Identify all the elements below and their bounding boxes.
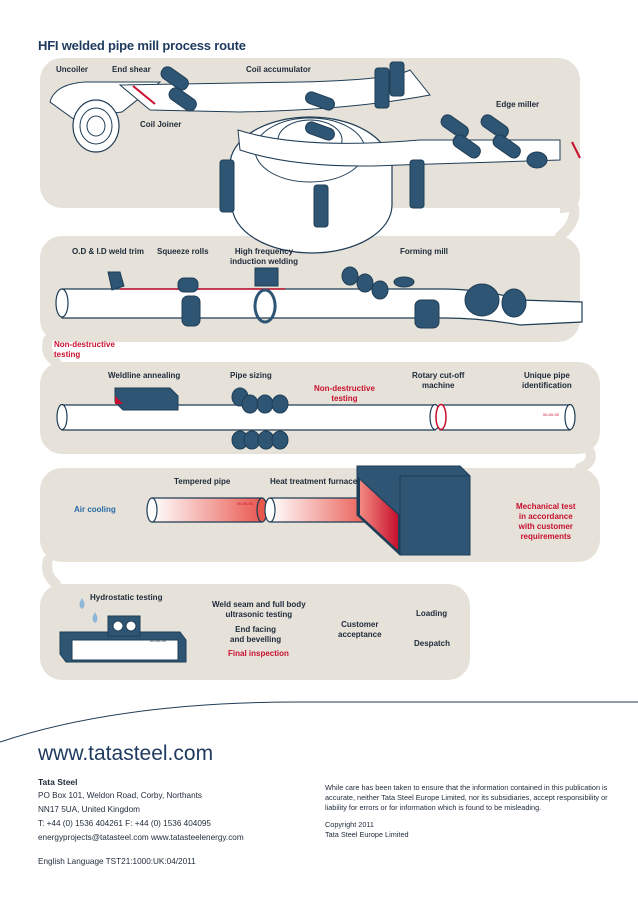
label-heat-treatment: Heat treatment furnace xyxy=(270,477,358,486)
pipe-forming-end xyxy=(55,288,69,318)
label-squeeze-rolls: Squeeze rolls xyxy=(157,247,209,256)
label-mechanical-test: Mechanical test in accordance with custo… xyxy=(516,502,576,542)
label-customer-line2: acceptance xyxy=(338,630,382,639)
label-end-facing-line1: End facing xyxy=(235,625,276,634)
label-hf-welding-line1: High frequency xyxy=(234,247,294,256)
label-air-cooling: Air cooling xyxy=(74,505,116,514)
footer-language: English Language TST21:1000:UK:04/2011 xyxy=(38,857,196,866)
edge-miller-rolls xyxy=(440,114,548,169)
shear-cut-line xyxy=(132,85,156,105)
label-ndt-2: Non-destructive testing xyxy=(314,384,375,404)
label-mech-line4: requirements xyxy=(520,532,572,541)
label-end-facing-line2: and bevelling xyxy=(230,635,282,644)
label-weld-seam: Weld seam and full body ultrasonic testi… xyxy=(212,600,306,620)
label-coil-joiner: Coil Joiner xyxy=(140,120,182,129)
pipe-stamp-3: 00-00-00 xyxy=(150,638,167,643)
label-unique-id-line1: Unique pipe xyxy=(524,371,570,380)
label-uncoiler: Uncoiler xyxy=(56,65,89,74)
label-unique-id-line2: identification xyxy=(522,381,572,390)
label-weldline-annealing: Weldline annealing xyxy=(108,371,181,380)
footer-company: Tata Steel xyxy=(38,777,78,787)
label-mech-line3: with customer xyxy=(518,522,573,531)
hydro-unit xyxy=(59,615,187,663)
label-rotary-cutoff-line2: machine xyxy=(421,381,455,390)
heat-treatment-furnace xyxy=(356,465,471,556)
accumulator-rolls xyxy=(219,61,425,228)
footer-email[interactable]: energyprojects@tatasteel.com www.tataste… xyxy=(38,833,244,842)
footer-phone: T: +44 (0) 1536 404261 F: +44 (0) 1536 4… xyxy=(38,819,211,828)
label-unique-id: Unique pipe identification xyxy=(522,371,572,391)
label-pipe-sizing: Pipe sizing xyxy=(230,371,272,380)
connector-1-2 xyxy=(555,195,580,241)
label-mech-line2: in accordance xyxy=(518,512,573,521)
label-customer-line1: Customer xyxy=(341,620,379,629)
label-weld-seam-line1: Weld seam and full body xyxy=(212,600,306,609)
label-forming-mill: Forming mill xyxy=(400,247,448,256)
label-final-inspection: Final inspection xyxy=(228,649,289,658)
label-rotary-cutoff: Rotary cut-off machine xyxy=(412,371,464,391)
label-loading: Loading xyxy=(416,609,448,618)
label-despatch: Despatch xyxy=(414,639,451,648)
annealing-unit xyxy=(114,387,179,411)
footer-address-2: NN17 5UA, United Kingdom xyxy=(38,805,140,814)
sizing-rolls xyxy=(231,387,289,450)
label-end-facing: End facing and bevelling xyxy=(230,625,281,645)
footer-disclaimer: While care has been taken to ensure that… xyxy=(325,783,608,812)
edge-miller-cut xyxy=(571,141,581,159)
label-ndt-2-line1: Non-destructive xyxy=(314,384,375,393)
band-connectors xyxy=(42,195,596,589)
footer-url[interactable]: www.tatasteel.com xyxy=(38,742,214,765)
connector-4-5 xyxy=(42,555,61,589)
footer-divider xyxy=(0,701,638,743)
pipe-stamp-1: 00-00-00 xyxy=(543,412,560,417)
pipe-stamp-2: 00-00-00 xyxy=(237,501,254,506)
footer-copyright-1: Copyright 2011 xyxy=(325,820,374,829)
strip-to-accumulator xyxy=(118,69,431,113)
connector-3-4 xyxy=(575,447,596,473)
label-edge-miller: Edge miller xyxy=(496,100,540,109)
label-weld-trim: O.D & I.D weld trim xyxy=(72,247,145,256)
coil-accumulator xyxy=(229,116,561,254)
furnace-pipe xyxy=(269,497,371,523)
label-rotary-cutoff-line1: Rotary cut-off xyxy=(412,371,465,380)
label-end-shear: End shear xyxy=(112,65,151,74)
forming-rolls xyxy=(107,266,527,329)
footer-copyright-2: Tata Steel Europe Limited xyxy=(325,830,409,839)
label-ndt-1-line1: Non-destructive xyxy=(54,340,115,349)
hydro-drops xyxy=(79,598,98,623)
end-shear-rolls xyxy=(160,66,197,112)
label-weld-seam-line2: ultrasonic testing xyxy=(225,610,293,619)
label-ndt-1-line2: testing xyxy=(54,350,81,359)
label-ndt-1: Non-destructive testing xyxy=(54,340,115,360)
connector-2-3 xyxy=(42,335,61,367)
label-tempered-pipe: Tempered pipe xyxy=(174,477,231,486)
footer-address-1: PO Box 101, Weldon Road, Corby, Northant… xyxy=(38,791,202,800)
label-coil-accumulator: Coil accumulator xyxy=(246,65,311,74)
label-hf-welding: High frequency induction welding xyxy=(230,247,298,267)
label-customer-acceptance: Customer acceptance xyxy=(338,620,382,640)
label-ndt-2-line2: testing xyxy=(331,394,358,403)
page-title: HFI welded pipe mill process route xyxy=(38,38,246,53)
label-mech-line1: Mechanical test xyxy=(516,502,576,511)
label-hf-welding-line2: induction welding xyxy=(230,257,298,266)
label-hydrostatic: Hydrostatic testing xyxy=(90,593,163,602)
